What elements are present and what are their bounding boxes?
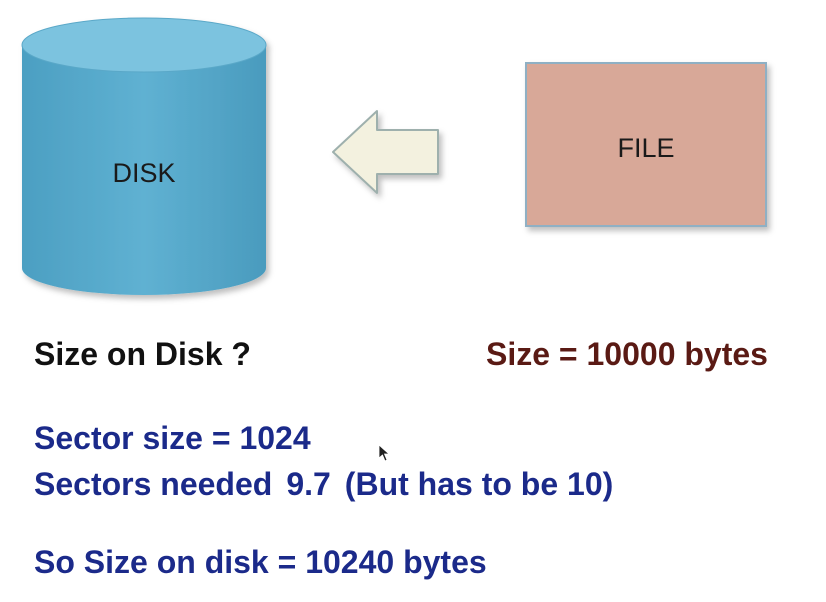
file-box (525, 62, 767, 227)
disk-cylinder (21, 17, 267, 295)
size-on-disk-question: Size on Disk ? (34, 336, 251, 372)
storage-diagram: DISK FILE (21, 17, 767, 295)
disk-label: DISK (112, 158, 175, 188)
file-size-text: Size = 10000 bytes (486, 336, 768, 372)
sectors-needed-note: (But has to be 10) (344, 466, 614, 502)
sector-size-text: Sector size = 1024 (34, 420, 311, 456)
mouse-cursor-icon (378, 444, 391, 462)
sectors-needed-label: Sectors needed (34, 466, 273, 502)
diagram-canvas: DISK FILE (21, 17, 767, 295)
disk-body (22, 45, 266, 295)
result-text: So Size on disk = 10240 bytes (34, 544, 487, 580)
sectors-needed-value: 9.7 (286, 466, 331, 502)
left-arrow-icon (332, 110, 439, 194)
sectors-needed-line: Sectors needed 9.7 (But has to be 10) (34, 468, 613, 500)
file-label: FILE (617, 133, 674, 163)
disk-top (21, 17, 267, 73)
